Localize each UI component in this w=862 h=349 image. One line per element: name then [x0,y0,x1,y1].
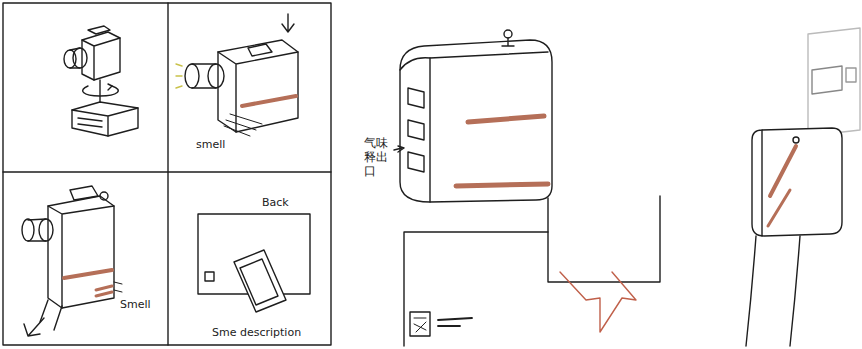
tear-device [22,186,122,336]
storyboard-frame [3,3,331,345]
sketch-note: Sme description [212,326,301,339]
card-back [198,214,310,312]
sketch-note: Back [262,196,289,209]
camera-on-base [64,26,138,136]
press-device [176,14,298,136]
postcard [404,232,548,346]
sketch-note: Smell [120,298,151,311]
sketch-note: smell [196,138,225,151]
callout-label: 气味 释出口 [364,136,392,178]
main-device [394,30,660,332]
grid-line [3,171,331,172]
hanging-device [746,28,860,346]
grid-line [167,3,168,345]
